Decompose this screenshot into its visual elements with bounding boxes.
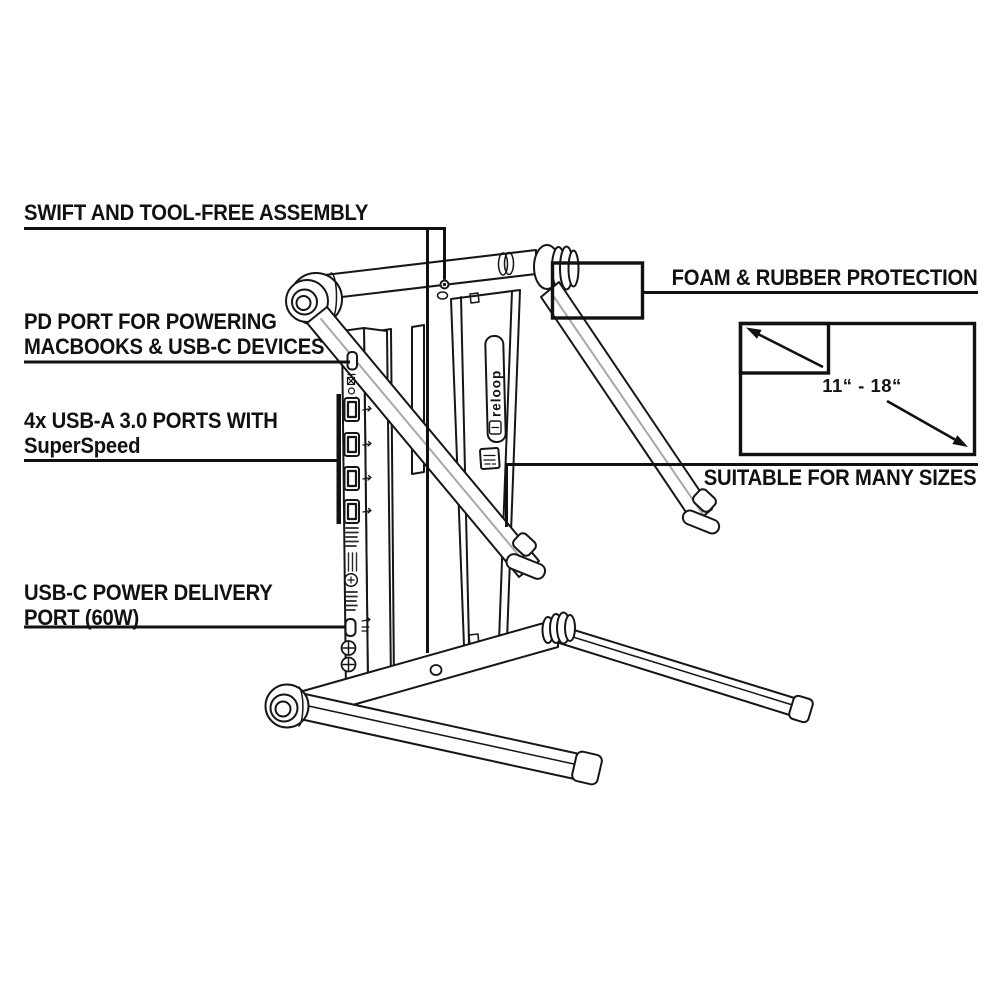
label-usb-a: 4x USB-A 3.0 PORTS WITH SuperSpeed bbox=[24, 408, 278, 458]
label-foam: FOAM & RUBBER PROTECTION bbox=[672, 265, 978, 290]
large-size-box bbox=[738, 321, 977, 457]
label-pd-port: PD PORT FOR POWERING MACBOOKS & USB-C DE… bbox=[24, 309, 325, 359]
rear-leg bbox=[555, 625, 814, 724]
assembly-callout-line bbox=[24, 227, 446, 653]
screw-hole bbox=[429, 664, 443, 676]
sizes-callout-line bbox=[505, 463, 978, 527]
foam-cap-bottom-right bbox=[541, 611, 576, 645]
arm-knob bbox=[692, 488, 717, 513]
brand-logo-plate: reloop bbox=[478, 334, 507, 471]
polarity-icon bbox=[343, 572, 359, 588]
label-usb-c-pd: USB-C POWER DELIVERY PORT (60W) bbox=[24, 580, 273, 630]
size-diagram bbox=[738, 321, 977, 457]
screw-hole bbox=[436, 291, 449, 300]
size-range-text: 11“ - 18“ bbox=[822, 375, 902, 396]
arrow-small bbox=[756, 332, 824, 369]
superspeed-marks bbox=[362, 405, 372, 514]
usb-c-power-port bbox=[344, 618, 357, 637]
callout-lines bbox=[24, 227, 978, 653]
foam-cap-top-right bbox=[533, 244, 580, 291]
small-size-box bbox=[738, 321, 831, 375]
brand-badge bbox=[478, 447, 501, 471]
arrow-large bbox=[886, 399, 958, 442]
label-assembly: SWIFT AND TOOL-FREE ASSEMBLY bbox=[24, 200, 369, 225]
label-suitable-sizes: SUITABLE FOR MANY SIZES bbox=[703, 464, 976, 490]
front-leg bbox=[299, 693, 603, 786]
usb-a-ports bbox=[343, 397, 360, 524]
foam-cap-bottom-left bbox=[264, 683, 310, 729]
usb-hub-panel bbox=[340, 351, 372, 673]
fine-print bbox=[345, 527, 359, 611]
foam-bracket-box bbox=[550, 261, 645, 320]
right-support-arm bbox=[540, 281, 721, 535]
brand-logo-text: reloop bbox=[489, 370, 504, 417]
arm-knob bbox=[512, 532, 537, 557]
usb-a-bracket-bar bbox=[336, 394, 341, 524]
screws bbox=[340, 640, 357, 673]
